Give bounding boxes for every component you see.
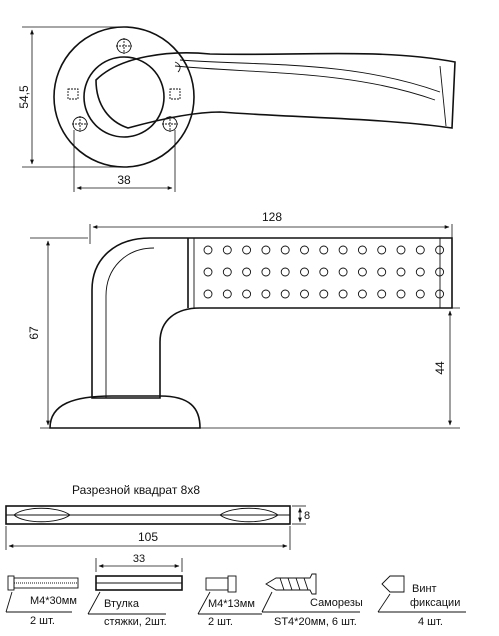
grip-dot xyxy=(319,289,329,299)
part-screw-m4-13: М4*13мм 2 шт. xyxy=(197,575,262,628)
grip-dot xyxy=(319,245,329,255)
top-view: 54,5 38 xyxy=(17,26,456,192)
lever-edge-2 xyxy=(174,65,436,101)
grip-dot xyxy=(203,267,213,277)
grip-dot xyxy=(242,289,252,299)
part-qty: 2 шт. xyxy=(208,616,233,628)
grip-dot xyxy=(357,289,367,299)
grip-dot xyxy=(300,245,309,255)
grip-dot xyxy=(222,245,232,255)
grip-dot xyxy=(242,267,252,277)
part-screw-m4-30: М4*30мм 2 шт. xyxy=(5,575,79,627)
dim-axis-label: 44 xyxy=(433,361,447,375)
grip-dots xyxy=(203,245,445,299)
grip-dot xyxy=(203,245,213,255)
fixing-points xyxy=(67,88,181,100)
part-name-2: фиксации xyxy=(410,597,460,609)
grip-dot xyxy=(280,267,290,277)
square-bar-slot-left xyxy=(13,507,71,523)
grip-dot xyxy=(415,267,425,277)
grip-dot xyxy=(377,267,387,277)
dim-height-label: 54,5 xyxy=(17,85,31,109)
lever-outline xyxy=(95,52,456,129)
grip-dot xyxy=(261,245,271,255)
lever-edge-1 xyxy=(179,59,441,93)
grip-dot xyxy=(242,245,252,255)
grip-dot xyxy=(222,267,232,277)
side-view: 128 67 44 xyxy=(27,210,460,429)
grip-dot xyxy=(415,289,425,299)
dim-width-label: 38 xyxy=(117,173,131,187)
part-fixing-screw: Винт фиксации 4 шт. xyxy=(377,575,466,628)
grip-dot xyxy=(338,267,348,277)
square-bar: Разрезной квадрат 8х8 8 105 xyxy=(5,483,310,550)
grip-dot xyxy=(203,289,213,299)
part-name: Втулка xyxy=(104,598,140,610)
part-qty: ST4*20мм, 6 шт. xyxy=(274,616,357,628)
square-bar-title: Разрезной квадрат 8х8 xyxy=(72,483,200,497)
grip-dot xyxy=(300,289,309,299)
square-bar-length-label: 105 xyxy=(138,530,158,544)
grip-dot xyxy=(396,267,406,277)
dim-height-label: 67 xyxy=(27,326,41,340)
grip-dot xyxy=(300,267,309,277)
grip-dot xyxy=(338,245,348,255)
grip-dot xyxy=(396,245,406,255)
grip-dot xyxy=(435,245,445,255)
grip-dot xyxy=(435,289,445,299)
screw-holes xyxy=(72,38,178,132)
grip-dot xyxy=(415,245,425,255)
square-bar-slot-right xyxy=(219,507,279,523)
lever-tip-edge xyxy=(439,65,447,127)
grip-dot xyxy=(261,289,271,299)
grip-dot xyxy=(377,245,387,255)
grip-dot xyxy=(222,289,232,299)
grip-dot xyxy=(261,267,271,277)
grip-dot xyxy=(357,245,367,255)
dim-length-label: 128 xyxy=(262,210,282,224)
part-name: М4*13мм xyxy=(208,598,255,610)
grip-dot xyxy=(319,267,329,277)
grip-dot xyxy=(396,289,406,299)
rosette-base xyxy=(49,395,201,429)
grip-dot xyxy=(280,245,290,255)
part-name: М4*30мм xyxy=(30,595,77,607)
grip-dot xyxy=(338,289,348,299)
handle-body xyxy=(91,237,453,399)
square-bar-side-label: 8 xyxy=(304,510,310,522)
grip-dot xyxy=(280,289,290,299)
part-qty: 4 шт. xyxy=(418,616,443,628)
grip-dot xyxy=(377,289,387,299)
part-name: Винт xyxy=(412,583,437,595)
part-self-tapping-screws: Саморезы ST4*20мм, 6 шт. xyxy=(261,573,363,628)
grip-dot xyxy=(357,267,367,277)
rosette-inner xyxy=(83,56,165,138)
grip-dot xyxy=(435,267,445,277)
part-dim: 33 xyxy=(133,553,145,565)
part-qty: 2 шт. xyxy=(30,615,55,627)
part-name-2: стяжки, 2шт. xyxy=(104,616,167,628)
part-sleeve: 33 Втулка стяжки, 2шт. xyxy=(87,553,183,628)
part-name: Саморезы xyxy=(310,597,363,609)
parts-list: М4*30мм 2 шт. 33 Втулка стяжки, 2шт. М4*… xyxy=(5,553,466,628)
